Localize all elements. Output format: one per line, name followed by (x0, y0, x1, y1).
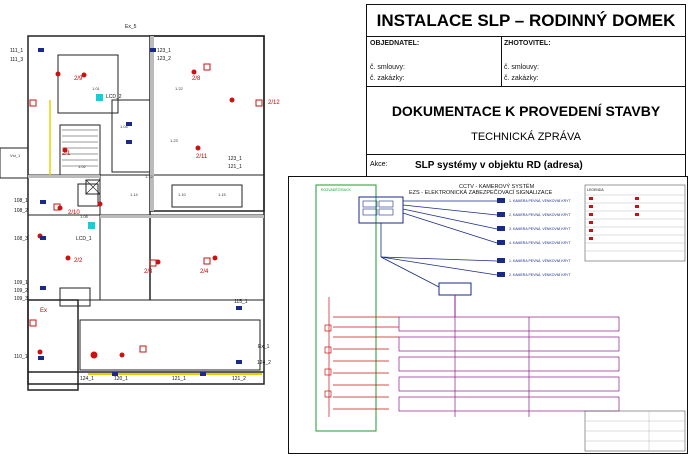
lcd-panel-1 (88, 222, 95, 229)
staircase (62, 129, 98, 167)
investor-label: OBJEDNATEL: (370, 40, 420, 47)
svg-text:110_1: 110_1 (14, 354, 28, 360)
order-no-label: č. zakázky: (504, 75, 539, 82)
ezs-control-unit (438, 282, 472, 296)
svg-text:124_2: 124_2 (257, 360, 271, 366)
rack-title: ROZVADĚČ/RACK (321, 187, 352, 192)
keypads (29, 63, 263, 353)
legend-title: LEGENDA (587, 188, 604, 192)
svg-text:1.14: 1.14 (130, 192, 139, 197)
action-label: Akce: (370, 161, 388, 168)
svg-text:LCD_1: LCD_1 (76, 236, 92, 242)
svg-text:Ex_1: Ex_1 (258, 344, 270, 350)
red-labels: 2/9 2/8 2/12 2/11 2/1 2/10 2/2 2/3 2/4 E… (40, 76, 280, 314)
ezs-loops (398, 316, 620, 417)
svg-text:2/8: 2/8 (192, 76, 201, 82)
camera-4-label: 4. KAMERA PEVNÁ, VENKOVNÍ KRYT (509, 241, 571, 245)
svg-text:1.15: 1.15 (218, 192, 227, 197)
svg-text:2/3: 2/3 (144, 269, 153, 275)
svg-text:121_2: 121_2 (232, 376, 246, 382)
document-section: DOKUMENTACE K PROVEDENÍ STAVBY TECHNICKÁ… (367, 87, 685, 155)
svg-text:2/9: 2/9 (74, 76, 83, 82)
svg-text:108_1: 108_1 (14, 198, 28, 204)
svg-text:2/2: 2/2 (74, 258, 83, 264)
svg-text:108_3: 108_3 (14, 236, 28, 242)
svg-text:111_3: 111_3 (10, 57, 23, 63)
outdoor-camera-1-label: 1. KAMERA PEVNÁ, VENKOVNÍ KRYT (509, 259, 571, 263)
legend-table (584, 184, 686, 262)
svg-text:Ex_5: Ex_5 (125, 24, 137, 30)
parties-section: OBJEDNATEL: č. smlouvy: č. zakázky: ZHOT… (367, 37, 685, 87)
main-title: INSTALACE SLP – RODINNÝ DOMEK (367, 5, 685, 37)
order-no-label: č. zakázky: (370, 75, 405, 82)
document-title: DOKUMENTACE K PROVEDENÍ STAVBY (391, 103, 661, 119)
rack-box (315, 184, 377, 432)
svg-text:2/10: 2/10 (68, 210, 80, 216)
svg-text:Vst_1: Vst_1 (10, 153, 21, 158)
svg-text:121_1: 121_1 (172, 376, 186, 382)
svg-text:1.23: 1.23 (170, 138, 179, 143)
legend-rows (585, 194, 685, 252)
svg-text:123_1: 123_1 (157, 48, 171, 54)
blue-labels: 111_1 111_3 123_1 123_2 123_1 121_1 108_… (10, 24, 271, 382)
svg-text:109_3: 109_3 (14, 296, 28, 302)
investor-column: OBJEDNATEL: č. smlouvy: č. zakázky: (367, 37, 502, 86)
svg-text:120_1: 120_1 (114, 376, 128, 382)
svg-text:111_1: 111_1 (10, 48, 23, 54)
schematic-sheet: CCTV - KAMEROVÝ SYSTÉM EZS - ELEKTRONICK… (288, 176, 688, 454)
floor-plan-walls (0, 35, 265, 391)
ezs-zones-left (324, 297, 399, 417)
svg-text:2/1: 2/1 (62, 151, 71, 157)
camera-cables (380, 200, 498, 288)
svg-text:1.22: 1.22 (175, 86, 184, 91)
outdoor-camera-2-label: 2. KAMERA PEVNÁ, VENKOVNÍ KRYT (509, 273, 571, 277)
svg-text:1.08: 1.08 (80, 214, 89, 219)
svg-text:109_1: 109_1 (14, 280, 28, 286)
title-block: INSTALACE SLP – RODINNÝ DOMEK OBJEDNATEL… (366, 4, 686, 179)
detectors (37, 69, 235, 359)
svg-text:109_2: 109_2 (14, 288, 28, 294)
schematic-drawing: CCTV - KAMEROVÝ SYSTÉM EZS - ELEKTRONICK… (315, 183, 686, 452)
svg-text:1.02: 1.02 (78, 164, 87, 169)
svg-text:1.01: 1.01 (92, 86, 101, 91)
contractor-column: ZHOTOVITEL: č. smlouvy: č. zakázky: (501, 37, 685, 86)
lcd-panel-2 (96, 94, 103, 101)
contract-no-label: č. smlouvy: (504, 64, 540, 71)
camera-2-label: 2. KAMERA PEVNÁ, VENKOVNÍ KRYT (509, 213, 571, 217)
svg-text:124_1: 124_1 (80, 376, 94, 382)
contract-no-label: č. smlouvy: (370, 64, 406, 71)
camera-icons (497, 198, 505, 277)
svg-text:Ex: Ex (40, 308, 47, 314)
svg-text:108_2: 108_2 (14, 208, 28, 214)
svg-text:2/4: 2/4 (200, 269, 209, 275)
svg-text:123_2: 123_2 (157, 56, 171, 62)
wall-hatch (28, 36, 264, 218)
action-value: SLP systémy v objektu RD (adresa) (415, 160, 583, 171)
svg-text:121_1: 121_1 (228, 164, 242, 170)
svg-text:115_1: 115_1 (234, 299, 248, 305)
ezs-panel (85, 179, 101, 195)
svg-text:2/12: 2/12 (268, 100, 280, 106)
schematic-header-1: CCTV - KAMEROVÝ SYSTÉM (459, 183, 535, 190)
schematic-header-2: EZS - ELEKTRONICKÁ ZABEZPEČOVACÍ SIGNALI… (409, 189, 553, 196)
svg-text:1.04: 1.04 (120, 124, 129, 129)
svg-text:1.12: 1.12 (145, 174, 154, 179)
svg-text:2/11: 2/11 (196, 154, 208, 160)
camera-3-label: 3. KAMERA PEVNÁ, VENKOVNÍ KRYT (509, 227, 571, 231)
svg-text:1.10: 1.10 (178, 192, 187, 197)
camera-1-label: 1. KAMERA PEVNÁ, VENKOVNÍ KRYT (509, 199, 571, 203)
sensors (38, 48, 242, 376)
svg-text:123_1: 123_1 (228, 156, 242, 162)
document-subtitle: TECHNICKÁ ZPRÁVA (471, 131, 581, 143)
svg-text:LCD_2: LCD_2 (106, 94, 122, 100)
contractor-label: ZHOTOVITEL: (504, 40, 551, 47)
